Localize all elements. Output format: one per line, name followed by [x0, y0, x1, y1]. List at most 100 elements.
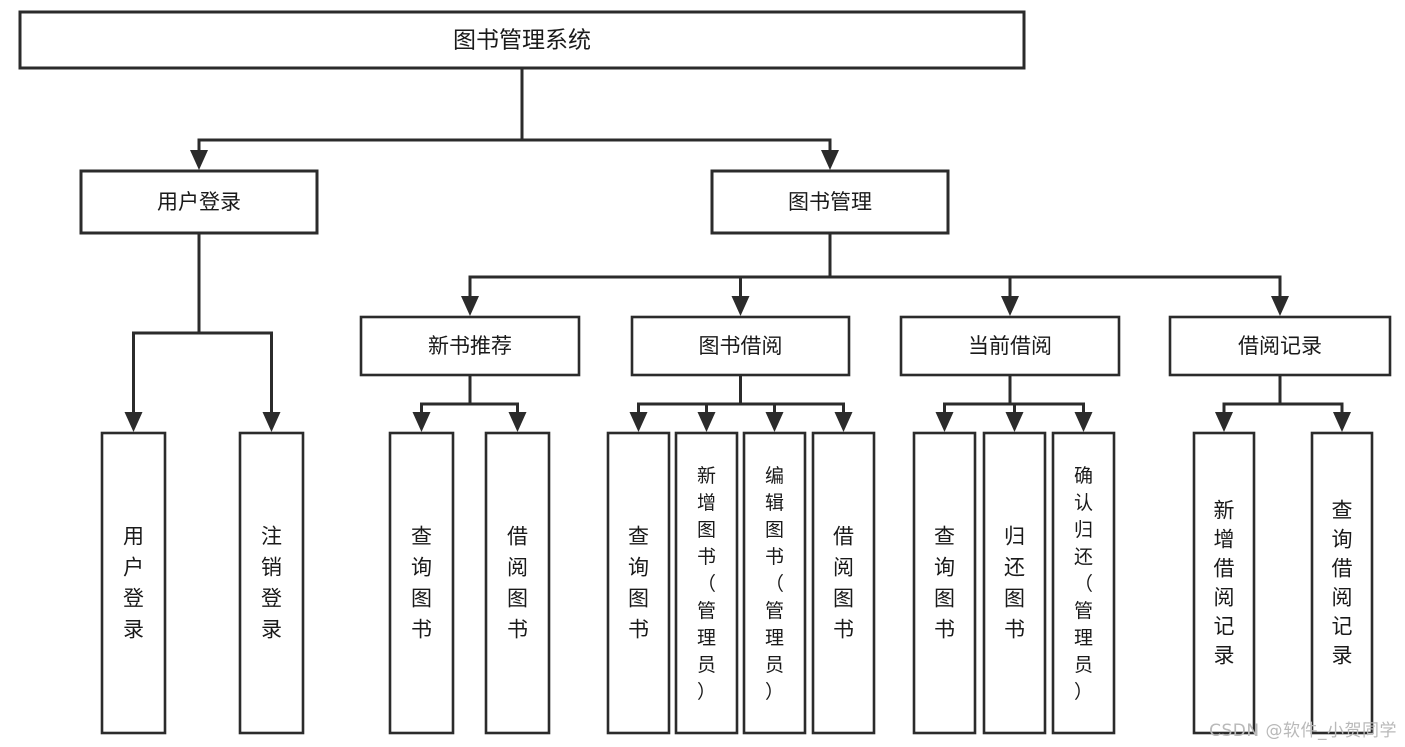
- arrow-head-icon: [508, 412, 527, 432]
- node-l3-借阅记录[interactable]: 借阅记录: [1168, 315, 1392, 377]
- arrow-head-icon: [629, 412, 648, 432]
- node-l3-图书借阅[interactable]: 图书借阅: [630, 315, 851, 377]
- leaf-node-label-char: 借: [1332, 557, 1353, 581]
- leaf-node-label-char: 阅: [833, 556, 854, 580]
- leaf-node-label-char: 录: [1332, 644, 1353, 668]
- leaf-node-label-char: 员: [765, 654, 784, 676]
- leaf-node-label-char: ）: [1074, 681, 1093, 703]
- leaf-node-label-char: （: [765, 573, 784, 595]
- node-l3-当前借阅[interactable]: 当前借阅: [899, 315, 1121, 377]
- leaf-node-label-char: 书: [628, 618, 649, 642]
- arrow-head-icon: [412, 412, 431, 432]
- leaf-node-label-char: 书: [1004, 618, 1025, 642]
- leaf-node-label-char: 员: [697, 654, 716, 676]
- arrow-head-icon: [190, 150, 208, 170]
- leaf-node-label-char: 询: [411, 556, 432, 580]
- leaf-node-label-char: 询: [934, 556, 955, 580]
- arrow-head-icon: [1005, 412, 1024, 432]
- leaf-node-label-char: 书: [833, 618, 854, 642]
- node-l2-用户登录-label: 用户登录: [157, 190, 241, 214]
- node-l3-新书推荐-label: 新书推荐: [428, 334, 512, 358]
- leaf-node-label-char: 登: [123, 587, 144, 611]
- leaf-node-label-char: 记: [1214, 615, 1235, 639]
- leaf-node-rect: [1051, 431, 1116, 735]
- node-root-图书管理系统[interactable]: 图书管理系统: [18, 10, 1026, 70]
- node-l2-图书管理-rect: [710, 169, 950, 235]
- leaf-node-rect: [982, 431, 1047, 735]
- node-l3-当前借阅-label: 当前借阅: [968, 334, 1052, 358]
- leaf-node-label-char: ）: [765, 681, 784, 703]
- leaf-node-label-char: 户: [123, 556, 144, 580]
- leaf-node-rect: [1310, 431, 1374, 735]
- arrow-head-icon: [1271, 296, 1289, 316]
- leaf-node-label-char: 图: [1004, 587, 1025, 611]
- node-l3-当前借阅-rect: [899, 315, 1121, 377]
- node-l3-新书推荐[interactable]: 新书推荐: [359, 315, 581, 377]
- leaf-node-label-char: 录: [1214, 644, 1235, 668]
- leaf-node-label-char: 增: [1214, 528, 1235, 552]
- leaf-node-label-char: 询: [628, 556, 649, 580]
- leaf-node-label-char: 录: [123, 618, 144, 642]
- leaf-node-label-char: 查: [628, 525, 649, 549]
- leaf-node-rect: [606, 431, 671, 735]
- node-l2-图书管理[interactable]: 图书管理: [710, 169, 950, 235]
- leaf-node-label-char: 增: [697, 492, 716, 514]
- leaf-node-label-char: 归: [1074, 519, 1093, 541]
- leaf-node-label-char: 辑: [765, 492, 784, 514]
- leaf-node-label-char: 书: [697, 546, 716, 568]
- leaf-node-label-char: 借: [833, 525, 854, 549]
- leaf-node-rect: [100, 431, 167, 735]
- leaf-node-label-char: 图: [833, 587, 854, 611]
- leaf-node-label-char: 录: [261, 618, 282, 642]
- leaf-node-label-char: 管: [765, 600, 784, 622]
- node-l2-用户登录[interactable]: 用户登录: [79, 169, 319, 235]
- leaf-node-label-char: 图: [628, 587, 649, 611]
- leaf-node-label-char: 图: [697, 519, 716, 541]
- arrow-head-icon: [935, 412, 954, 432]
- leaf-node-label-char: 理: [1074, 627, 1093, 649]
- node-root-图书管理系统-label: 图书管理系统: [453, 28, 591, 54]
- leaf-node-label-char: 新: [697, 465, 716, 487]
- arrow-head-icon: [1001, 296, 1019, 316]
- leaf-node-rect: [484, 431, 551, 735]
- leaf-node-label-char: 图: [934, 587, 955, 611]
- leaf-node-label-char: 还: [1074, 546, 1093, 568]
- leaf-node-0[interactable]: 用户登录: [100, 431, 167, 735]
- arrow-head-icon: [461, 296, 479, 316]
- leaf-node-rect: [912, 431, 977, 735]
- leaf-node-label-char: 管: [697, 600, 716, 622]
- connector-layer: [124, 66, 1351, 432]
- arrow-head-icon: [1074, 412, 1093, 432]
- leaf-node-label-char: 管: [1074, 600, 1093, 622]
- leaf-node-rect: [1192, 431, 1256, 735]
- leaf-node-label-char: 还: [1004, 556, 1025, 580]
- arrow-head-icon: [765, 412, 784, 432]
- arrow-head-icon: [821, 150, 839, 170]
- leaf-node-label-char: 注: [261, 525, 282, 549]
- leaf-node-rect: [238, 431, 305, 735]
- node-l3-新书推荐-rect: [359, 315, 581, 377]
- leaf-node-label-char: 记: [1332, 615, 1353, 639]
- leaf-node-label-char: 借: [507, 525, 528, 549]
- leaf-node-label-char: （: [697, 573, 716, 595]
- leaf-node-rect: [388, 431, 455, 735]
- leaf-node-label-char: 登: [261, 587, 282, 611]
- watermark-text: CSDN @软件_小贺同学: [1209, 721, 1397, 741]
- leaf-node-label-char: （: [1074, 573, 1093, 595]
- arrow-head-icon: [731, 296, 750, 316]
- leaf-node-label-char: 用: [123, 525, 144, 549]
- leaf-node-label-char: 图: [765, 519, 784, 541]
